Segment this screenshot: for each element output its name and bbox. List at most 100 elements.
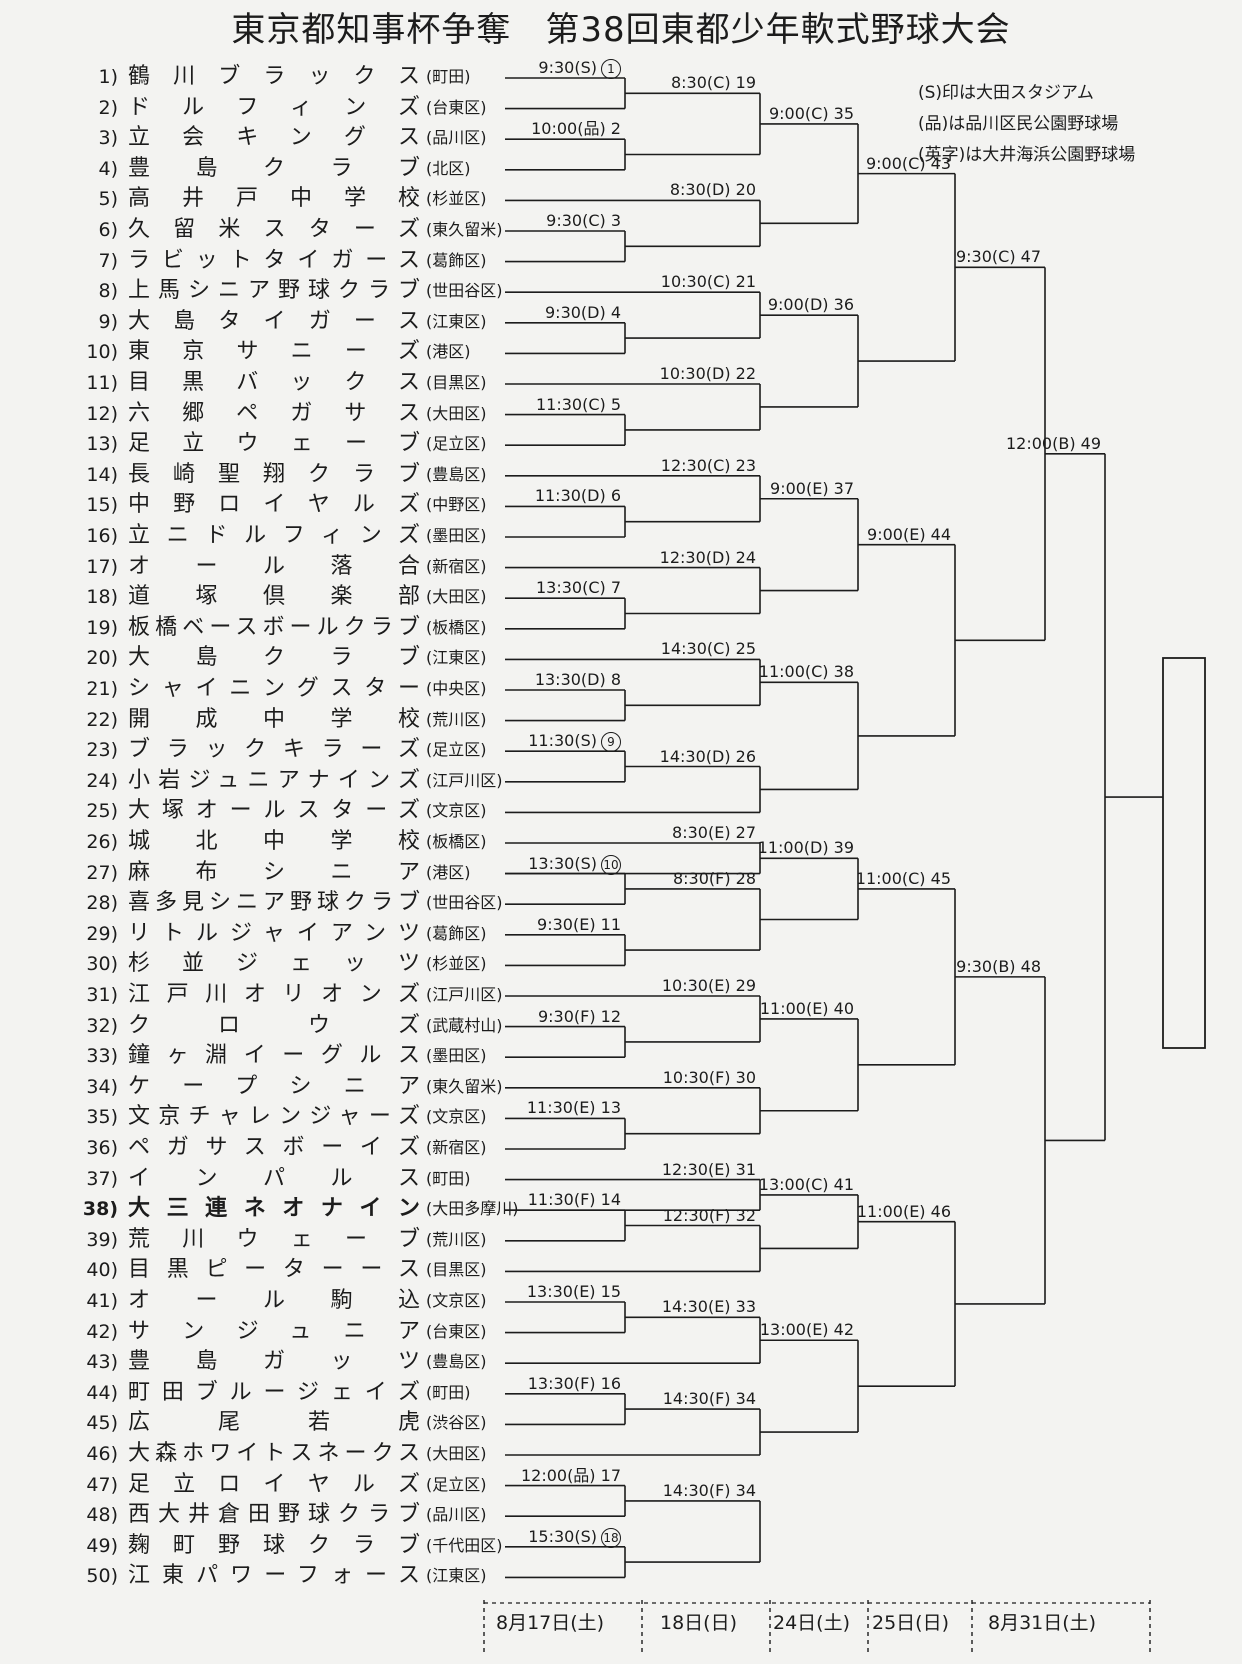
team-row: 42)サンジュニア(台東区) bbox=[60, 1317, 487, 1347]
team-region: (台東区) bbox=[426, 97, 487, 117]
match-time: 13:00(E) 42 bbox=[759, 1320, 854, 1340]
team-row: 8)上馬シニア野球クラブ(世田谷区) bbox=[60, 276, 503, 306]
team-region: (港区) bbox=[426, 342, 471, 362]
team-name: 大三連ネオナイン bbox=[128, 1196, 420, 1222]
team-region: (大田区) bbox=[426, 1444, 487, 1463]
match-label: 11:30(E) 13 bbox=[527, 1099, 621, 1117]
match-label: 9:00(C) 43 bbox=[866, 154, 951, 173]
match-label: 11:00(C) 38 bbox=[759, 663, 854, 681]
match-number-circle: 10 bbox=[601, 854, 621, 875]
team-region: (江東区) bbox=[426, 1566, 487, 1586]
team-number: 22) bbox=[86, 708, 118, 731]
team-row: 48)西大井倉田野球クラブ(品川区) bbox=[60, 1500, 486, 1530]
match-time: 13:30(F) 16 bbox=[527, 1373, 621, 1393]
team-region: (東久留米) bbox=[426, 1076, 503, 1096]
team-number: 12) bbox=[86, 402, 118, 425]
team-number: 36) bbox=[86, 1137, 118, 1159]
team-row: 5)高井戸中学校(杉並区) bbox=[60, 184, 486, 214]
team-region: (武蔵村山) bbox=[426, 1015, 503, 1035]
team-name: 文京チャレンジャーズ bbox=[128, 1104, 420, 1130]
team-number: 3) bbox=[98, 127, 118, 150]
team-region: (世田谷区) bbox=[426, 281, 503, 301]
match-label: 14:30(D) 26 bbox=[659, 746, 756, 766]
team-region: (墨田区) bbox=[426, 526, 487, 545]
match-time: 13:30(C) 7 bbox=[535, 578, 621, 598]
match-label: 12:00(B) 49 bbox=[1005, 433, 1101, 453]
team-number: 49) bbox=[86, 1534, 118, 1557]
team-name: オール駒込 bbox=[128, 1288, 420, 1313]
team-name: 荒川ウェーブ bbox=[128, 1226, 420, 1252]
match-label: 14:30(C) 25 bbox=[661, 640, 756, 658]
team-row: 6)久留米スターズ(東久留米) bbox=[60, 215, 502, 245]
team-region: (文京区) bbox=[426, 1107, 487, 1127]
team-row: 41)オール駒込(文京区) bbox=[60, 1286, 487, 1316]
team-row: 49)麹町野球クラブ(千代田区) bbox=[60, 1531, 502, 1561]
venue-legend: (S)印は大田スタジアム (品)は品川区民公園野球場 (英字)は大井海浜公園野球… bbox=[918, 78, 1135, 171]
team-name: 城北中学校 bbox=[128, 829, 420, 854]
team-name: ペガサスボーイズ bbox=[128, 1135, 420, 1160]
match-label: 8:30(E) 27 bbox=[672, 824, 756, 842]
match-label: 8:30(C) 19 bbox=[671, 74, 756, 92]
match-label: 9:30(D) 4 bbox=[545, 303, 621, 322]
team-name: 西大井倉田野球クラブ bbox=[128, 1502, 420, 1528]
team-region: (町田) bbox=[426, 67, 471, 86]
team-number: 25) bbox=[86, 800, 118, 823]
team-number: 23) bbox=[86, 739, 118, 762]
team-region: (大田多摩川) bbox=[426, 1199, 519, 1219]
match-time: 12:00(B) 49 bbox=[1005, 433, 1101, 453]
match-label: 10:30(F) 30 bbox=[663, 1068, 756, 1087]
team-row: 13)足立ウェーブ(足立区) bbox=[60, 429, 486, 459]
team-row: 22)開成中学校(荒川区) bbox=[60, 705, 486, 735]
team-row: 14)長崎聖翔クラブ(豊島区) bbox=[60, 460, 486, 490]
match-time: 12:30(C) 23 bbox=[660, 455, 756, 475]
team-row: 40)目黒ピーターース(目黒区) bbox=[60, 1255, 486, 1285]
team-row: 1)鶴川ブラックス(町田) bbox=[60, 62, 471, 92]
match-time: 9:30(S) bbox=[538, 58, 597, 77]
match-time: 14:30(D) 26 bbox=[659, 746, 756, 766]
team-name: 板橋ベースボールクラブ bbox=[128, 614, 420, 640]
team-region: (目黒区) bbox=[426, 373, 487, 392]
match-time: 15:30(S) bbox=[528, 1526, 597, 1546]
match-label: 11:30(D) 6 bbox=[535, 487, 621, 505]
legend-line: (品)は品川区民公園野球場 bbox=[918, 114, 1119, 134]
title-sub: 第38回東都少年軟式野球大会 bbox=[545, 10, 1011, 50]
match-label: 9:00(D) 36 bbox=[768, 296, 854, 314]
team-region: (台東区) bbox=[426, 1321, 487, 1341]
team-number: 24) bbox=[86, 769, 118, 792]
match-label: 9:00(E) 37 bbox=[770, 479, 854, 498]
match-label: 11:00(E) 40 bbox=[760, 999, 854, 1018]
team-number: 46) bbox=[86, 1443, 118, 1465]
team-row: 18)道塚倶楽部(大田区) bbox=[60, 582, 486, 612]
match-label: 9:30(C) 47 bbox=[956, 248, 1041, 266]
team-number: 28) bbox=[86, 892, 118, 915]
team-row: 46)大森ホワイトスネークス(大田区) bbox=[60, 1439, 487, 1469]
team-region: (文京区) bbox=[426, 1291, 487, 1310]
team-row: 7)ラビットタイガース(葛飾区) bbox=[60, 246, 486, 276]
match-label: 15:30(S)18 bbox=[528, 1526, 621, 1548]
match-label: 14:30(F) 34 bbox=[663, 1390, 756, 1408]
team-name: 喜多見シニア野球クラブ bbox=[128, 890, 420, 916]
match-label: 12:30(E) 31 bbox=[662, 1160, 756, 1179]
match-label: 11:30(S)9 bbox=[528, 732, 621, 753]
team-row: 4)豊島クラブ(北区) bbox=[60, 154, 470, 184]
team-number: 1) bbox=[98, 66, 118, 88]
team-number: 37) bbox=[86, 1167, 118, 1190]
match-label: 10:30(C) 21 bbox=[661, 273, 756, 291]
team-row: 33)鐘ヶ淵イーグルス(墨田区) bbox=[60, 1041, 486, 1071]
match-time: 9:00(E) 44 bbox=[867, 524, 951, 544]
team-number: 34) bbox=[86, 1075, 118, 1098]
match-label: 10:30(E) 29 bbox=[662, 977, 756, 995]
match-time: 8:30(F) 28 bbox=[672, 868, 756, 888]
team-number: 48) bbox=[86, 1504, 118, 1527]
match-time: 9:30(B) 48 bbox=[956, 956, 1041, 976]
match-label: 12:30(D) 24 bbox=[660, 548, 756, 567]
team-name: リトルジャイアンツ bbox=[128, 920, 420, 946]
match-label: 11:30(C) 5 bbox=[536, 395, 621, 414]
team-row: 17)オール落合(新宿区) bbox=[60, 552, 486, 582]
team-row: 50)江東パワーフォース(江東区) bbox=[60, 1561, 487, 1591]
match-label: 12:30(C) 23 bbox=[660, 455, 756, 475]
team-row: 2)ドルフィンズ(台東区) bbox=[60, 93, 487, 123]
match-time: 9:00(C) 35 bbox=[768, 103, 854, 123]
team-number: 16) bbox=[86, 525, 118, 547]
